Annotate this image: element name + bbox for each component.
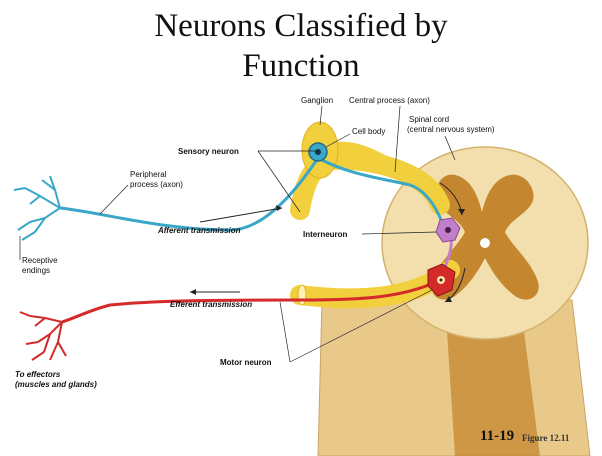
slide-number: 11-19 xyxy=(480,428,515,444)
sensory-peripheral-process xyxy=(59,157,320,232)
sensory-central-process xyxy=(317,156,444,223)
label-central-process: Central process (axon) xyxy=(349,96,430,105)
leader-interneuron xyxy=(361,231,437,235)
motor-endings xyxy=(19,311,67,361)
ventral-root-cut-end xyxy=(297,284,307,306)
label-interneuron: Interneuron xyxy=(303,230,348,239)
central-canal xyxy=(480,238,490,248)
cord-arrow-out-head xyxy=(445,296,452,302)
label-afferent: Afferent transmission xyxy=(157,226,241,235)
sensory-nucleus xyxy=(315,149,321,155)
cord-arrow-in-head xyxy=(458,209,465,215)
label-peripheral-2: process (axon) xyxy=(130,180,183,189)
label-sensory-neuron: Sensory neuron xyxy=(178,147,239,156)
title-line-1: Neurons Classified by xyxy=(154,8,448,44)
spinal-cord-grey-column xyxy=(445,300,540,456)
label-receptive-2: endings xyxy=(22,266,50,275)
leader-ganglion xyxy=(319,105,323,126)
leader-cell-body xyxy=(325,133,351,148)
leader-sensory-neuron-2 xyxy=(257,150,301,213)
label-efferent: Efferent transmission xyxy=(170,300,252,309)
label-peripheral-1: Peripheral xyxy=(130,170,167,179)
leader-lines xyxy=(19,105,456,363)
label-effectors-2: (muscles and glands) xyxy=(15,380,97,389)
receptive-endings xyxy=(13,175,61,241)
slide-title: Neurons Classified by Function xyxy=(0,6,602,86)
label-ganglion: Ganglion xyxy=(301,96,333,105)
figure-reference: Figure 12.11 xyxy=(522,433,570,443)
label-receptive-1: Receptive xyxy=(22,256,58,265)
title-line-2: Function xyxy=(242,48,360,84)
afferent-arrow xyxy=(199,207,283,223)
labels: Ganglion Central process (axon) Cell bod… xyxy=(15,96,495,389)
motor-neuron xyxy=(19,263,456,361)
sensory-neuron xyxy=(13,142,444,241)
leader-spinal-cord xyxy=(444,135,456,161)
interneuron-nucleus xyxy=(445,227,451,233)
label-motor-neuron: Motor neuron xyxy=(220,358,272,367)
leader-motor-neuron-1 xyxy=(279,301,291,363)
transmission-arrows xyxy=(190,182,466,303)
motor-axon xyxy=(61,280,437,324)
label-spinal-cord-2: (central nervous system) xyxy=(407,125,495,134)
afferent-arrowhead xyxy=(276,205,282,211)
label-spinal-cord-1: Spinal cord xyxy=(409,115,449,124)
efferent-arrowhead xyxy=(190,289,196,295)
leader-peripheral-process xyxy=(99,184,129,215)
label-effectors-1: To effectors xyxy=(15,370,61,379)
motor-nucleolus xyxy=(439,278,443,282)
label-cell-body: Cell body xyxy=(352,127,385,136)
leader-motor-neuron-2 xyxy=(289,289,433,363)
leader-central-process xyxy=(394,105,401,173)
